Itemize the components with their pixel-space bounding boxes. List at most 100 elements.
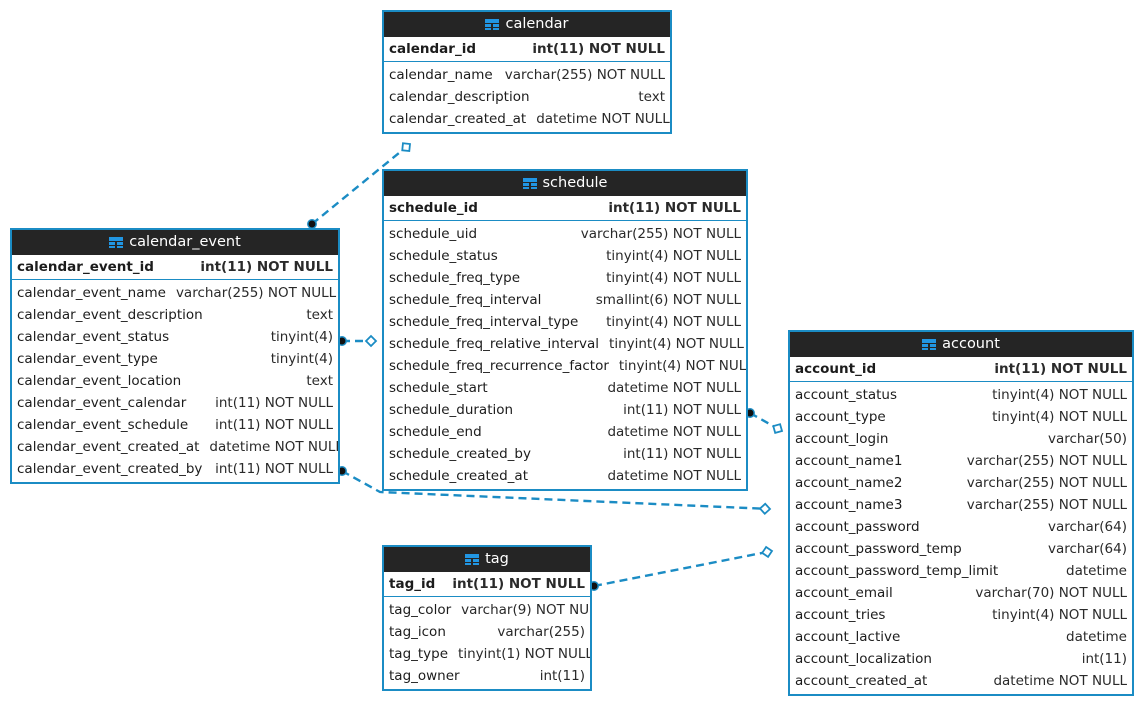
attribute-type: tinyint(4) NOT NULL	[992, 607, 1127, 623]
relation-endpoint-dot	[307, 219, 317, 229]
attribute-name: schedule_status	[389, 248, 498, 264]
attribute-name: tag_icon	[389, 624, 446, 640]
attribute-type: text	[306, 307, 333, 323]
attribute-type: varchar(255) NOT NULL	[966, 453, 1127, 469]
attribute-name: account_localization	[795, 651, 932, 667]
attribute-name: account_status	[795, 387, 898, 403]
attribute-row: account_name1 varchar(255) NOT NULL	[790, 450, 1132, 472]
attribute-type: int(11) NOT NULL	[215, 395, 333, 411]
attribute-name: schedule_duration	[389, 402, 514, 418]
attribute-name: calendar_created_at	[389, 111, 527, 127]
attribute-name: schedule_freq_relative_interval	[389, 336, 600, 352]
attribute-name: account_password_temp_limit	[795, 563, 999, 579]
attribute-type: varchar(70) NOT NULL	[975, 585, 1127, 601]
attribute-name: calendar_event_schedule	[17, 417, 189, 433]
table-icon	[922, 339, 937, 350]
relation-endpoint-diamond	[758, 502, 772, 516]
attribute-name: schedule_created_at	[389, 468, 528, 484]
table-icon	[109, 237, 124, 248]
attribute-name: account_tries	[795, 607, 886, 623]
attribute-name: calendar_id	[389, 41, 476, 57]
attribute-row: account_tries tinyint(4) NOT NULL	[790, 604, 1132, 626]
entity-header-tag[interactable]: tag	[384, 547, 590, 572]
attribute-name: account_id	[795, 361, 877, 377]
attribute-type: varchar(255) NOT NULL	[175, 285, 337, 301]
entity-title: calendar_event	[129, 234, 241, 250]
attribute-name: account_name1	[795, 453, 903, 469]
attribute-row: calendar_event_created_by int(11) NOT NUL…	[12, 458, 338, 480]
table-icon	[465, 554, 480, 565]
attribute-type: tinyint(4)	[270, 329, 333, 345]
attribute-row: calendar_event_schedule int(11) NOT NULL	[12, 414, 338, 436]
attribute-type: text	[638, 89, 665, 105]
attribute-name: account_password	[795, 519, 920, 535]
relation-endpoint-diamond	[401, 142, 411, 153]
attribute-name: tag_id	[389, 576, 436, 592]
attribute-name: calendar_event_created_by	[17, 461, 203, 477]
attribute-type: tinyint(4) NOT NULL	[606, 314, 741, 330]
attribute-name: tag_color	[389, 602, 452, 618]
attribute-name: schedule_created_by	[389, 446, 531, 462]
attribute-type: varchar(50)	[1047, 431, 1127, 447]
attribute-name: schedule_id	[389, 200, 478, 216]
attribute-type: varchar(64)	[1047, 519, 1127, 535]
attribute-type: datetime NOT NULL	[607, 424, 741, 440]
attribute-type: tinyint(4) NOT NULL	[992, 409, 1127, 425]
attribute-type: tinyint(4) NOT NULL	[606, 248, 741, 264]
entity-header-calendar_event[interactable]: calendar_event	[12, 230, 338, 255]
attribute-name: account_lactive	[795, 629, 901, 645]
attribute-type: tinyint(4) NOT NULL	[606, 270, 741, 286]
attribute-name: account_name2	[795, 475, 903, 491]
attribute-name: schedule_freq_recurrence_factor	[389, 358, 609, 374]
entity-title: tag	[485, 551, 509, 567]
relation-schedule-to-account[interactable]	[745, 408, 785, 436]
attribute-type: int(11)	[539, 668, 585, 684]
primary-key-section: account_id int(11) NOT NULL	[790, 357, 1132, 382]
entity-title: schedule	[542, 175, 608, 191]
entity-header-schedule[interactable]: schedule	[384, 171, 746, 196]
entity-header-account[interactable]: account	[790, 332, 1132, 357]
relation-endpoint-diamond	[364, 334, 378, 348]
relation-endpoint-diamond	[760, 545, 774, 559]
attribute-name: schedule_uid	[389, 226, 478, 242]
relation-endpoint-diamond	[772, 423, 784, 435]
attribute-type: int(11) NOT NULL	[215, 417, 333, 433]
attribute-name: tag_type	[389, 646, 449, 662]
attribute-name: schedule_freq_interval_type	[389, 314, 579, 330]
attribute-type: int(11) NOT NULL	[200, 259, 333, 275]
attribute-type: int(11) NOT NULL	[215, 461, 333, 477]
attribute-type: datetime NOT NULL	[209, 439, 340, 455]
attribute-type: int(11) NOT NULL	[994, 361, 1127, 377]
relation-line	[593, 549, 773, 588]
relation-calendar-event-to-schedule[interactable]	[337, 334, 378, 348]
entity-title: account	[942, 336, 1000, 352]
relation-tag-to-account[interactable]	[589, 545, 774, 591]
entity-header-calendar[interactable]: calendar	[384, 12, 670, 37]
attribute-name: schedule_freq_interval	[389, 292, 542, 308]
attribute-name: account_password_temp	[795, 541, 962, 557]
